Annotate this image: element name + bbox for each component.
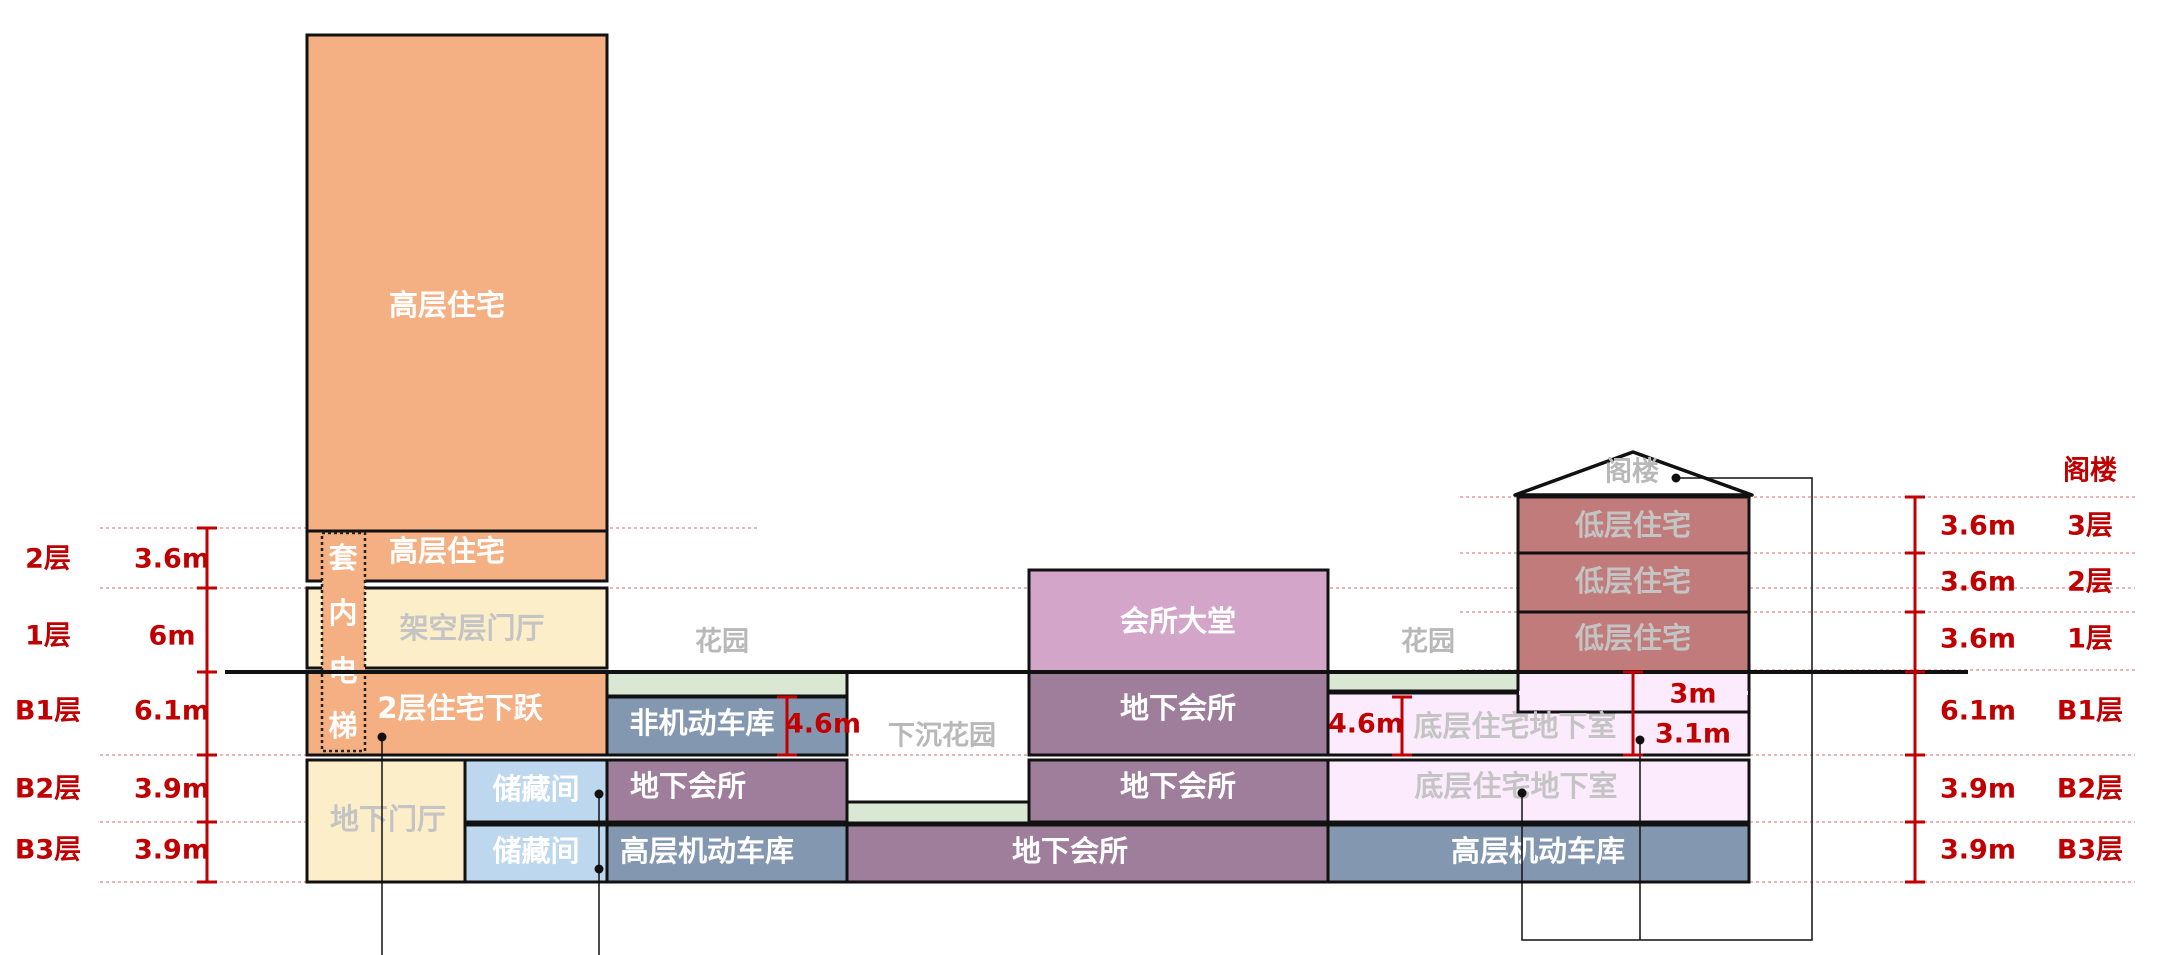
elevator-shaft [320,531,367,753]
pilotis-lobby-label: 架空层门厅 [399,611,544,645]
leader-lines [377,473,1813,955]
underground-club-b1-label: 地下会所 [1120,691,1236,725]
left-height-2f: 3.6m [134,544,210,575]
low-res-2f-label: 低层住宅 [1574,564,1691,598]
inner-dimension-basement [1392,695,1412,757]
garden-right-label: 花园 [1401,627,1455,658]
underground-club-b2-left-label: 地下会所 [630,769,746,803]
basement-height-label: 4.6m [1328,709,1404,740]
basement-b1-label: 底层住宅地下室 [1413,709,1616,743]
left-floor-1f: 1层 [25,621,71,652]
left-height-b1: 6.1m [134,696,210,727]
basement-split-lower-label: 3.1m [1655,719,1731,750]
right-height-b2: 3.9m [1940,774,2016,805]
right-floor-b2: B2层 [2057,774,2123,805]
underground-entrance-label: 地下门厅 [330,802,446,836]
low-res-3f-label: 低层住宅 [1574,508,1691,542]
left-height-1f: 6m [149,621,196,652]
right-dimension-ruler [1905,495,1925,884]
storage-b3-block [463,823,609,884]
club-lobby-label: 会所大堂 [1120,604,1236,638]
sunken-garden-strip [845,800,1031,825]
attic-roof [1513,450,1754,497]
elevator-char-1: 套 [328,541,357,575]
basement-b2-label: 底层住宅地下室 [1414,769,1617,803]
garden-left-strip [605,670,849,698]
right-height-2f: 3.6m [1940,567,2016,598]
high-res-2f-label: 高层住宅 [389,534,505,568]
elevator-char-2: 内 [328,596,357,630]
inner-dimension-bicycle [777,695,797,757]
elevator-char-4: 梯 [328,709,357,743]
storage-b2-block [463,758,609,824]
underground-club-b2-label: 地下会所 [1120,769,1236,803]
basement-split-upper-label: 3m [1670,679,1717,710]
parking-b3-right-label: 高层机动车库 [1451,834,1625,868]
underground-club-b2-left-block [605,758,849,824]
attic-label: 阁楼 [1605,456,1659,488]
low-res-1f-block [1516,610,1751,674]
right-floor-1f: 1层 [2067,624,2113,655]
bicycle-garage-height-label: 4.6m [785,709,861,740]
right-floor-b3: B3层 [2057,835,2123,866]
right-floor-2f: 2层 [2067,567,2113,598]
parking-b3-right-block [1326,823,1751,884]
right-height-b3: 3.9m [1940,835,2016,866]
right-floor-b1: B1层 [2057,696,2123,727]
right-floor-attic: 阁楼 [2063,455,2117,487]
inner-dimension-basement-split [1623,670,1643,757]
left-floor-2f: 2层 [25,544,71,575]
left-floor-b2: B2层 [15,774,81,805]
storage-b2-label: 储藏间 [492,772,579,806]
high-res-upper-block [305,33,609,533]
sunken-garden-label: 下沉花园 [888,721,996,752]
right-height-3f: 3.6m [1940,511,2016,542]
bicycle-garage-label: 非机动车库 [629,706,774,740]
right-floor-3f: 3层 [2067,511,2113,542]
garden-right-strip [1326,670,1520,693]
garden-left-label: 花园 [695,627,749,658]
low-res-3f-block [1516,495,1751,555]
left-floor-b1: B1层 [15,696,81,727]
left-dimension-ruler [197,526,217,884]
underground-club-b3-label: 地下会所 [1012,834,1128,868]
bicycle-garage-block [605,695,849,757]
underground-club-b3-block [845,823,1330,884]
left-height-b2: 3.9m [134,774,210,805]
high-res-upper-label: 高层住宅 [389,288,505,322]
duplex-lower-label: 2层住宅下跃 [377,691,543,725]
left-height-b3: 3.9m [134,835,210,866]
low-res-1f-label: 低层住宅 [1574,621,1691,655]
basement-b2-block [1326,758,1751,824]
right-height-b1: 6.1m [1940,696,2016,727]
storage-b3-label: 储藏间 [492,834,579,868]
parking-b3-left-label: 高层机动车库 [620,834,794,868]
underground-entrance-block [305,758,467,884]
left-floor-b3: B3层 [15,835,81,866]
right-height-1f: 3.6m [1940,624,2016,655]
